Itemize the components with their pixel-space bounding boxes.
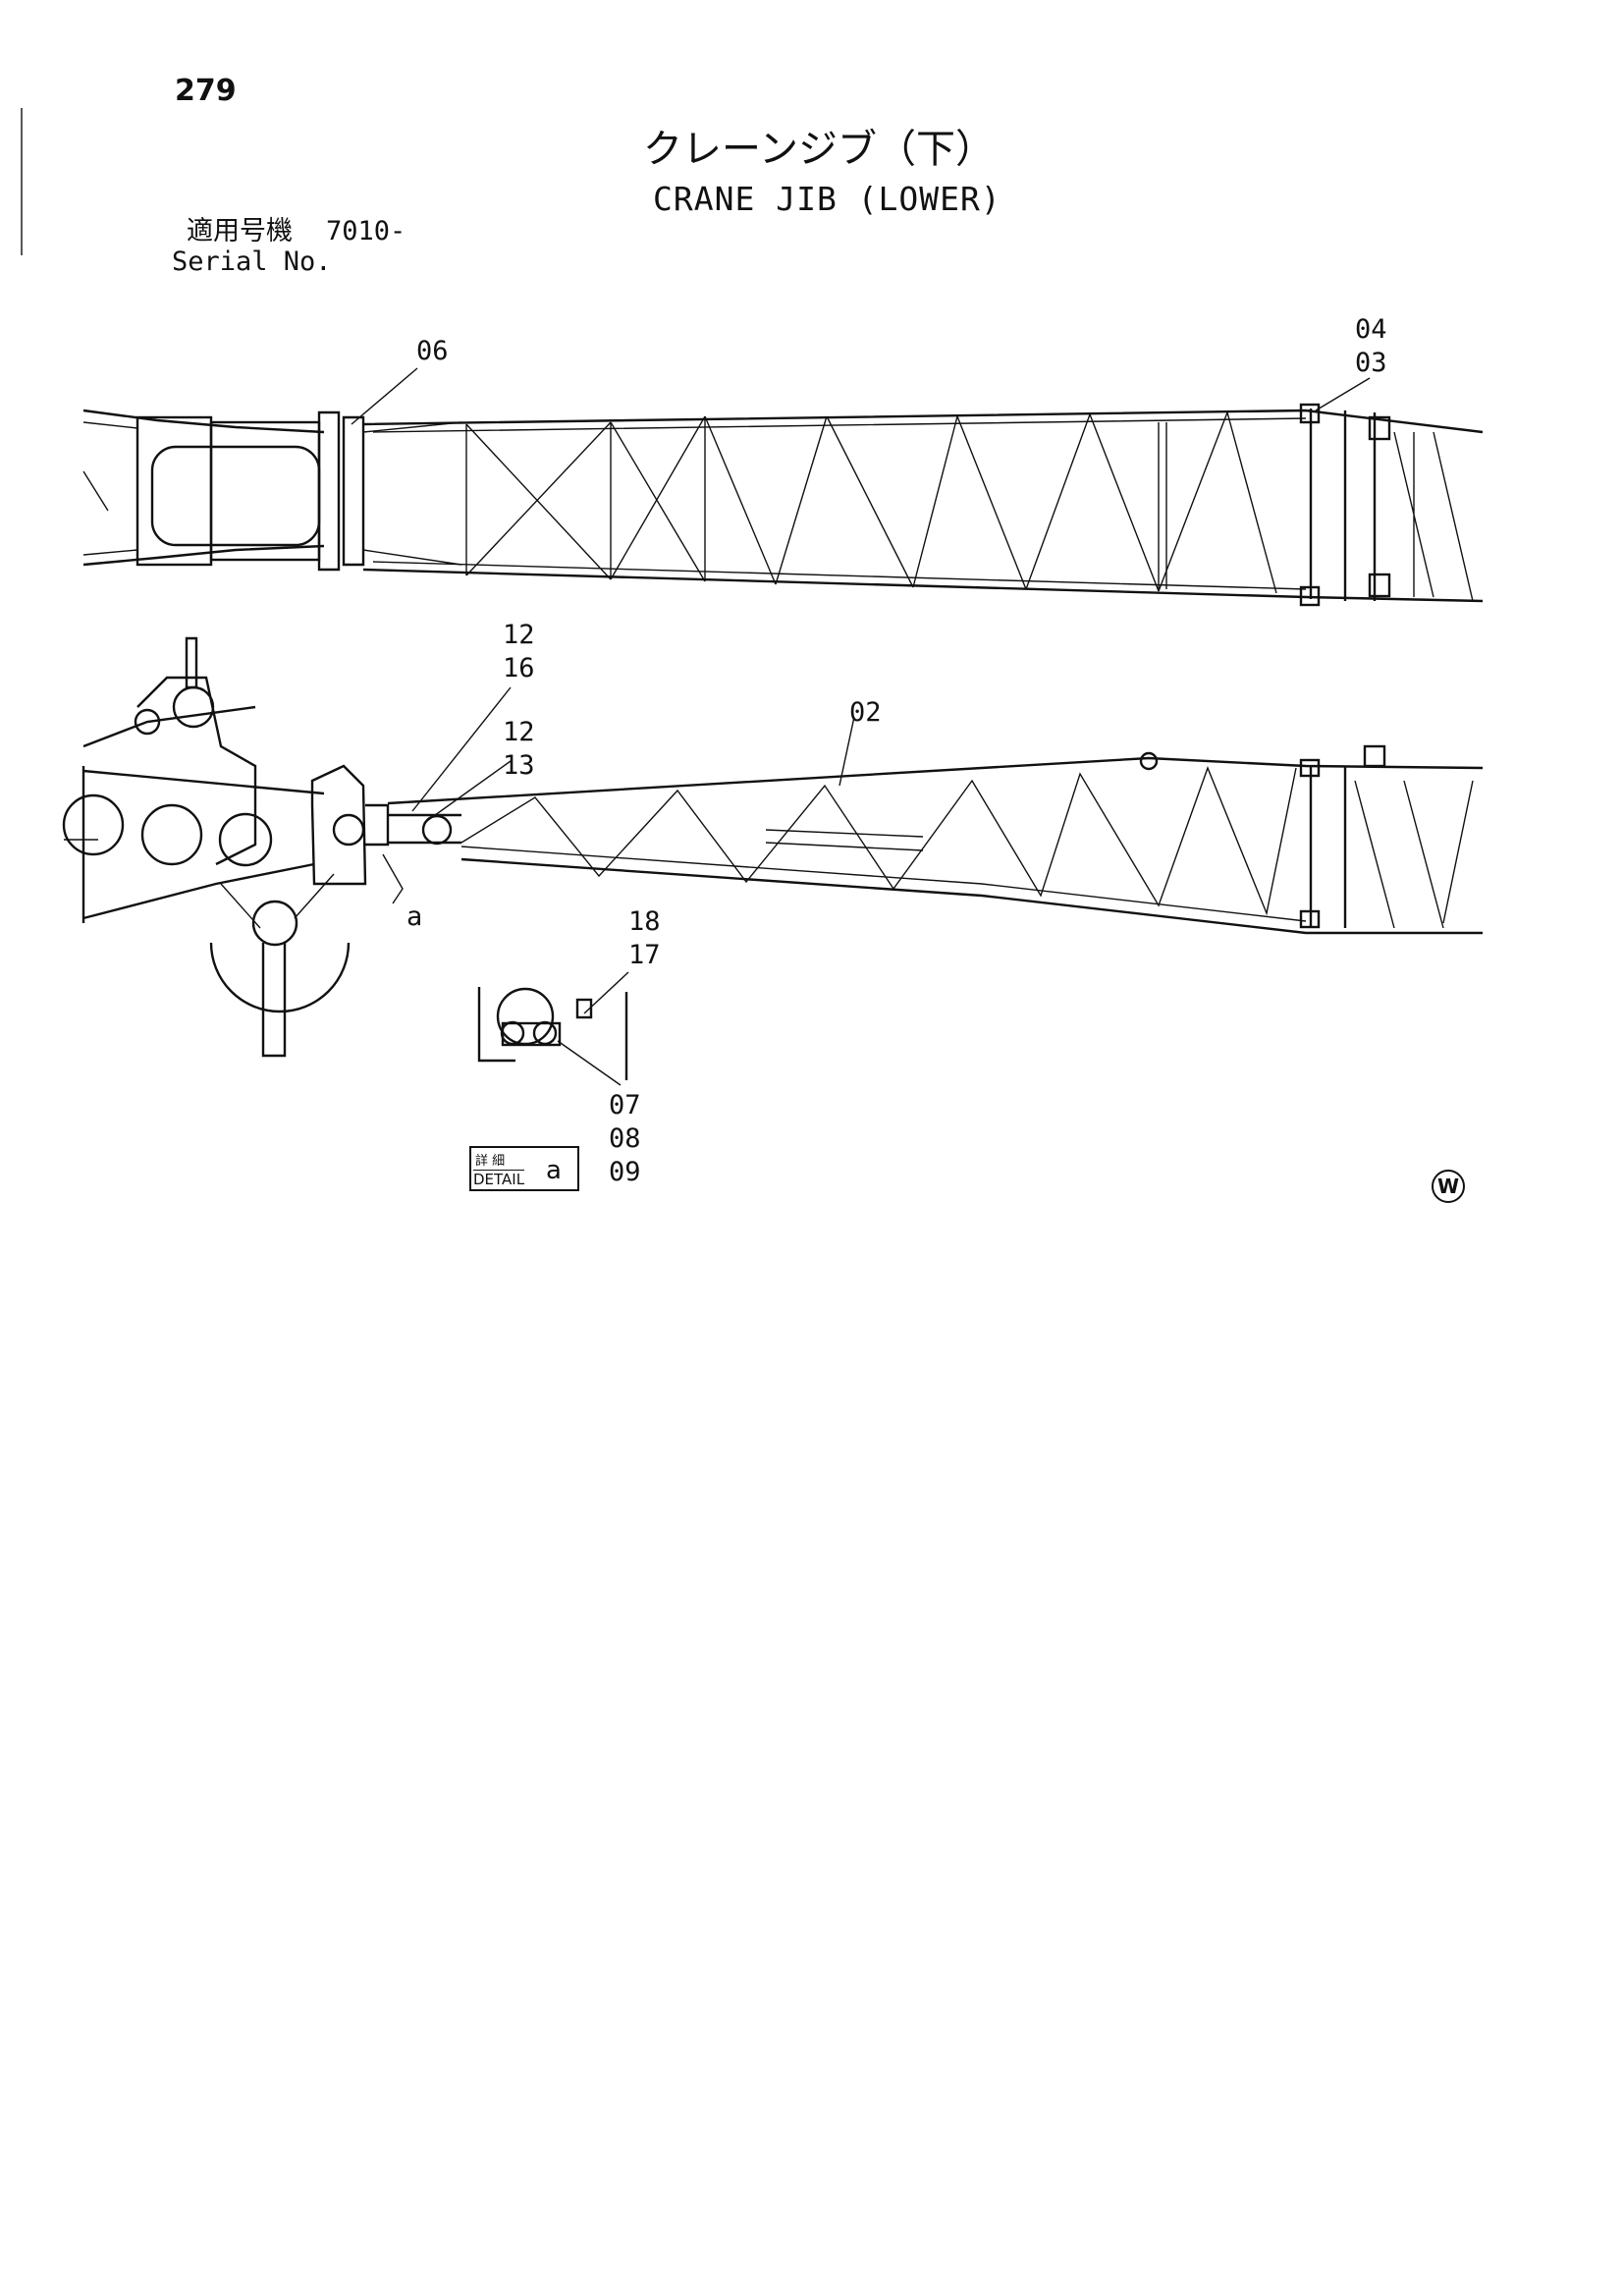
callout-03: 03 xyxy=(1355,348,1387,378)
callout-16: 16 xyxy=(503,653,535,683)
callout-a: a xyxy=(406,902,423,932)
callout-04: 04 xyxy=(1355,314,1387,345)
callout-09: 09 xyxy=(609,1157,641,1187)
serial-value: 7010- xyxy=(326,216,406,246)
detail-letter: a xyxy=(546,1156,562,1185)
detail-label-japanese: 詳 細 xyxy=(475,1154,506,1169)
callout-13: 13 xyxy=(503,750,535,781)
serial-label-japanese: 適用号機 xyxy=(187,216,293,246)
callout-06: 06 xyxy=(416,336,449,366)
leader-lines xyxy=(351,367,1371,1086)
detail-label-english: DETAIL xyxy=(473,1170,525,1188)
callout-08: 08 xyxy=(609,1123,641,1154)
callout-02: 02 xyxy=(849,697,882,728)
jib-top-view xyxy=(82,403,1484,607)
jib-side-view xyxy=(62,636,1484,1058)
callout-12-upper: 12 xyxy=(503,620,535,650)
detail-label-box: 詳 細 DETAIL a xyxy=(469,1146,579,1191)
callout-18: 18 xyxy=(628,906,661,937)
page-number: 279 xyxy=(175,74,237,108)
callout-07: 07 xyxy=(609,1090,641,1121)
detail-a-drawing xyxy=(477,987,628,1080)
callout-12-lower: 12 xyxy=(503,717,535,747)
callout-17: 17 xyxy=(628,940,661,970)
title-japanese: クレーンジブ（下） xyxy=(643,127,995,172)
title-english: CRANE JIB (LOWER) xyxy=(653,180,1001,218)
serial-label-english: Serial No. xyxy=(172,246,332,277)
corner-w-mark: W xyxy=(1432,1170,1465,1203)
